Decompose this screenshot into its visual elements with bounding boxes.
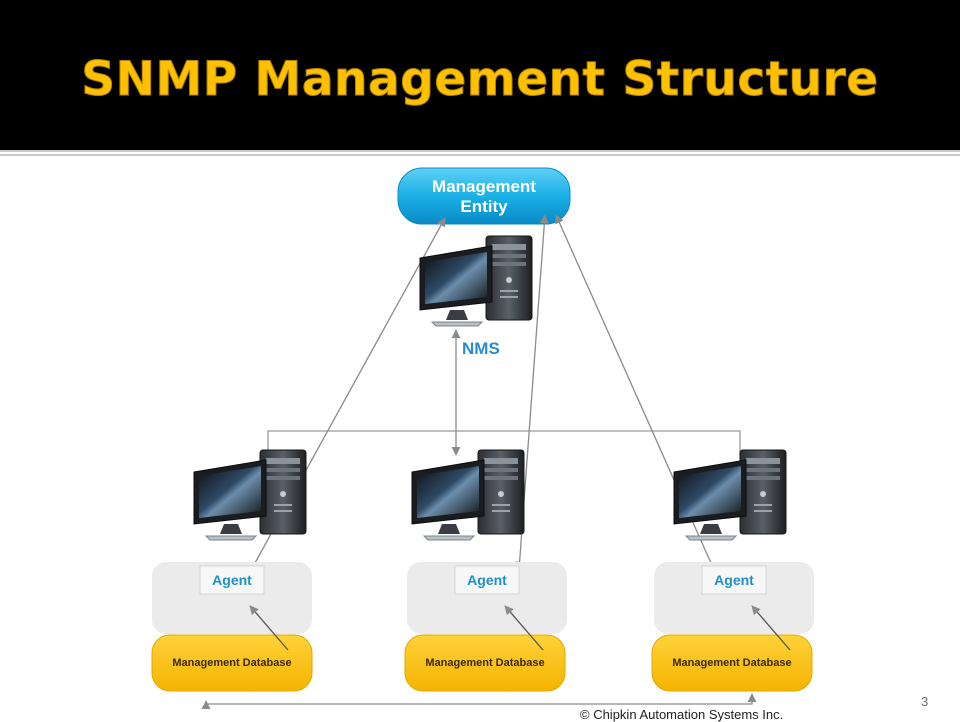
management-entity-pill xyxy=(397,167,571,225)
agent-box-3 xyxy=(701,565,767,595)
page-number: 3 xyxy=(921,694,929,709)
management-database-label: Management Database xyxy=(672,657,792,669)
title-divider-highlight xyxy=(0,152,960,154)
database-pill-2 xyxy=(404,634,566,692)
agent-box-2 xyxy=(454,565,520,595)
database-pill-3 xyxy=(651,634,813,692)
nms-label: NMS xyxy=(462,339,500,358)
db-to-agent-3 xyxy=(751,605,791,651)
agent-panel-1 xyxy=(152,562,312,634)
database-connector xyxy=(201,693,757,710)
agent-label: Agent xyxy=(467,572,507,588)
slide-title: SNMP Management Structure xyxy=(81,52,879,108)
agent-computer-1 xyxy=(193,449,307,541)
title-bar xyxy=(0,0,960,150)
nms-computer xyxy=(419,235,533,327)
agent-panel-3 xyxy=(654,562,814,634)
agent-computer-2 xyxy=(411,449,525,541)
copyright-notice: © Chipkin Automation Systems Inc. xyxy=(580,707,784,722)
db-to-agent-2 xyxy=(504,605,544,651)
database-pill-1 xyxy=(151,634,313,692)
agent-panel-2 xyxy=(407,562,567,634)
management-database-label: Management Database xyxy=(172,657,292,669)
agent-box-1 xyxy=(199,565,265,595)
agent-computer-3 xyxy=(673,449,787,541)
management-entity-label: Management Entity xyxy=(432,177,536,216)
agent-label: Agent xyxy=(212,572,252,588)
management-database-label: Management Database xyxy=(425,657,545,669)
db-to-agent-1 xyxy=(249,605,289,651)
agent-label: Agent xyxy=(714,572,754,588)
